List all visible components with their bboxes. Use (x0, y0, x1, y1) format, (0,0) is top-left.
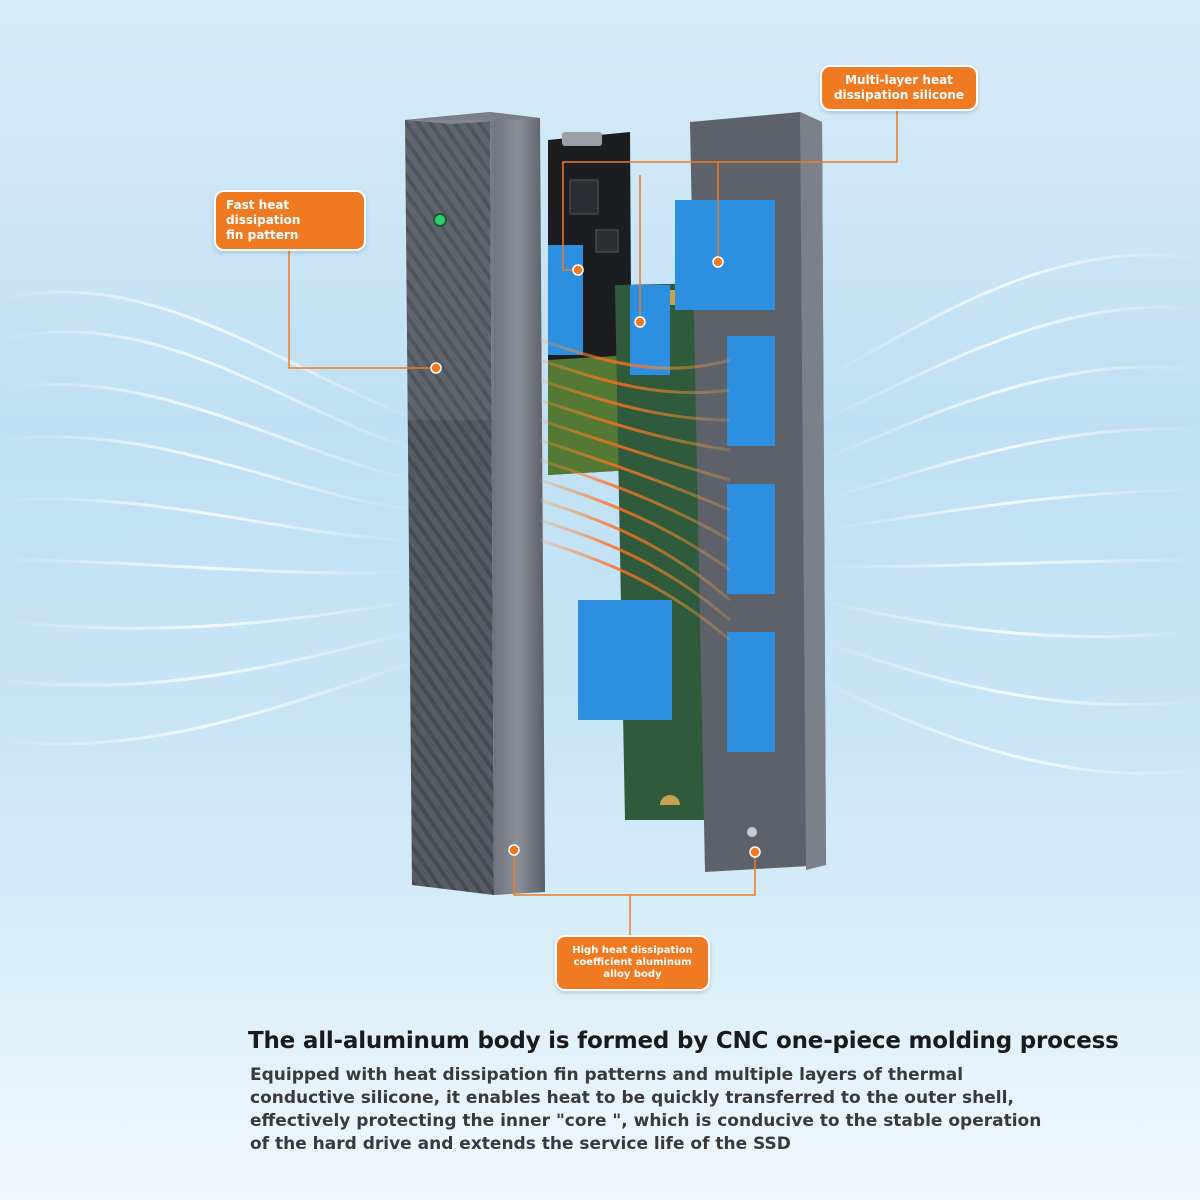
airflow-streaks (0, 253, 1200, 775)
leader-endpoint-dots (430, 256, 761, 858)
callout-line: High heat dissipation (572, 945, 693, 956)
heat-flow-lines (539, 338, 731, 642)
callout-fin-pattern: Fast heat dissipation fin pattern (214, 190, 366, 251)
silicone-pads-left (548, 245, 672, 720)
aluminum-shell (404, 112, 545, 895)
callout-line: coefficient aluminum (573, 957, 692, 968)
callout-leader-lines (288, 104, 898, 935)
description: Equipped with heat dissipation fin patte… (250, 1065, 1042, 1154)
silicone-pads-right (675, 200, 775, 752)
callout-multi-layer-silicone: Multi-layer heat dissipation silicone (820, 65, 978, 111)
callout-line: dissipation silicone (833, 88, 965, 102)
callout-line: fin pattern (226, 228, 299, 242)
caption-block: The all-aluminum body is formed by CNC o… (248, 1028, 1148, 1156)
led-indicator (433, 213, 447, 227)
callout-line: Multi-layer heat (845, 73, 953, 87)
callout-alloy-body: High heat dissipation coefficient alumin… (555, 935, 710, 991)
callout-line: Fast heat dissipation (226, 198, 301, 227)
callout-line: alloy body (603, 969, 662, 980)
headline: The all-aluminum body is formed by CNC o… (248, 1028, 1119, 1054)
